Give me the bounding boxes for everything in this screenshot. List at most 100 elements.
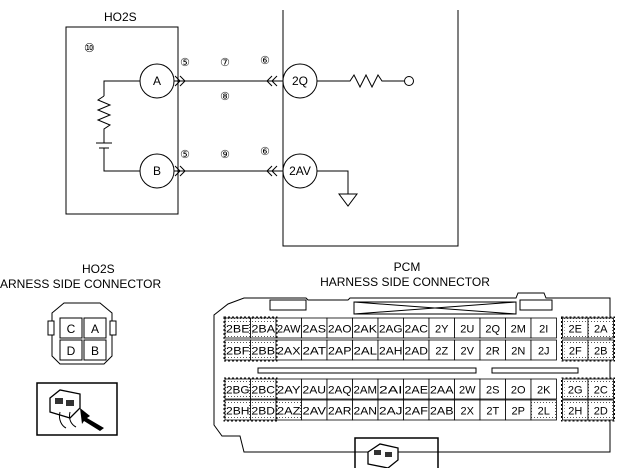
- pcm-pin-2j: 2J: [530, 339, 557, 361]
- pcm-pin-2s: 2S: [479, 378, 506, 400]
- svg-text:2AF: 2AF: [405, 406, 429, 418]
- svg-text:2BE: 2BE: [226, 324, 250, 336]
- pcm-pin-2bg: 2BG: [224, 378, 251, 400]
- pcm-pin-2o: 2O: [505, 378, 532, 400]
- svg-text:2AV: 2AV: [303, 406, 327, 418]
- svg-text:2AE: 2AE: [405, 385, 429, 397]
- pcm-pin-2ba: 2BA: [250, 317, 277, 339]
- terminal-b-label: B: [153, 164, 161, 178]
- pin-group-outline: [223, 316, 278, 362]
- pin-label: ⑧: [220, 91, 230, 103]
- pcm-pin-2y: 2Y: [428, 317, 455, 339]
- pcm-pin-2aw: 2AW: [275, 317, 302, 339]
- svg-text:2AK: 2AK: [354, 324, 378, 336]
- connector-mark: [266, 75, 273, 87]
- svg-text:2U: 2U: [460, 324, 474, 336]
- pcm-box: [282, 10, 459, 247]
- svg-text:2BA: 2BA: [252, 324, 276, 336]
- pcm-pin-2be: 2BE: [224, 317, 251, 339]
- svg-text:A: A: [91, 322, 99, 336]
- connector-tab: [269, 299, 307, 311]
- pcm-terminal-2q-label: 2Q: [292, 74, 308, 88]
- svg-text:2T: 2T: [486, 406, 499, 418]
- svg-text:2AX: 2AX: [277, 346, 301, 358]
- pcm-pin-2bb: 2BB: [250, 339, 277, 361]
- svg-text:2V: 2V: [461, 346, 475, 358]
- ho2s-pin-c: C: [59, 317, 83, 339]
- ho2s-pin-d: D: [59, 339, 83, 361]
- pcm-pin-2c: 2C: [587, 378, 614, 400]
- svg-text:2BC: 2BC: [252, 385, 276, 397]
- pcm-pin-2ad: 2AD: [403, 339, 430, 361]
- pcm-pin-2al: 2AL: [352, 339, 379, 361]
- svg-text:2A: 2A: [594, 324, 608, 336]
- pcm-pin-2d: 2D: [587, 399, 614, 421]
- pin-label: ⑤: [180, 149, 190, 161]
- svg-text:2AB: 2AB: [430, 406, 454, 418]
- svg-text:2E: 2E: [569, 324, 582, 336]
- svg-text:2O: 2O: [511, 385, 526, 397]
- pcm-pin-2ai: 2AI: [377, 378, 404, 400]
- pcm-pin-2z: 2Z: [428, 339, 455, 361]
- svg-text:2AQ: 2AQ: [328, 385, 352, 397]
- connector-latch: [47, 320, 55, 336]
- pcm-terminal-2av-label: 2AV: [289, 164, 311, 178]
- svg-text:2AZ: 2AZ: [277, 406, 301, 418]
- pcm-pin-2ab: 2AB: [428, 399, 455, 421]
- pin-label: ⑦: [220, 57, 230, 69]
- connector-latch: [109, 320, 117, 336]
- svg-text:2BF: 2BF: [226, 346, 250, 358]
- pcm-pin-2p: 2P: [505, 399, 532, 421]
- svg-text:2S: 2S: [486, 385, 499, 397]
- pcm-pin-2g: 2G: [562, 378, 589, 400]
- connector-icon: [354, 437, 439, 468]
- terminal-a-label: A: [153, 74, 161, 88]
- connector-mark: [174, 75, 181, 87]
- svg-text:2M: 2M: [511, 324, 526, 336]
- svg-text:2H: 2H: [568, 406, 582, 418]
- pcm-pin-2aa: 2AA: [428, 378, 455, 400]
- svg-text:2BB: 2BB: [252, 346, 276, 358]
- ground-wire: [317, 170, 349, 194]
- connector-mark: [179, 165, 186, 177]
- svg-text:2AG: 2AG: [379, 324, 403, 336]
- pin-label: ⑥: [260, 146, 270, 158]
- pcm-pin-2bf: 2BF: [224, 339, 251, 361]
- pcm-pin-2ac: 2AC: [403, 317, 430, 339]
- svg-text:2AW: 2AW: [277, 324, 301, 336]
- ho2s-connector-subtitle: ARNESS SIDE CONNECTOR: [0, 277, 161, 291]
- svg-text:2AN: 2AN: [354, 406, 378, 418]
- svg-text:2AD: 2AD: [405, 346, 429, 358]
- svg-text:2AL: 2AL: [354, 346, 378, 358]
- pcm-pin-2az: 2AZ: [275, 399, 302, 421]
- sensor-title: HO2S: [104, 10, 137, 24]
- pin-label: ⑤: [180, 57, 190, 69]
- pcm-pin-2w: 2W: [454, 378, 481, 400]
- svg-text:2G: 2G: [568, 385, 583, 397]
- svg-text:2W: 2W: [459, 385, 476, 397]
- svg-text:2AY: 2AY: [277, 385, 301, 397]
- svg-text:2AP: 2AP: [328, 346, 352, 358]
- pcm-pin-2ap: 2AP: [326, 339, 353, 361]
- connector-mark: [266, 165, 273, 177]
- svg-text:2BH: 2BH: [226, 406, 250, 418]
- svg-text:2N: 2N: [511, 346, 525, 358]
- pcm-pin-2an: 2AN: [352, 399, 379, 421]
- pcm-pin-2ax: 2AX: [275, 339, 302, 361]
- pcm-pin-2m: 2M: [505, 317, 532, 339]
- svg-text:2AA: 2AA: [430, 385, 454, 397]
- svg-text:2D: 2D: [594, 406, 608, 418]
- pcm-pin-2u: 2U: [454, 317, 481, 339]
- latch-marker: [353, 301, 517, 315]
- svg-text:2Q: 2Q: [485, 324, 500, 336]
- pcm-pin-2k: 2K: [530, 378, 557, 400]
- pcm-pin-2aq: 2AQ: [326, 378, 353, 400]
- pin-label: ⑨: [220, 149, 230, 161]
- svg-text:2AH: 2AH: [379, 346, 403, 358]
- pcm-pin-2b: 2B: [587, 339, 614, 361]
- svg-text:2BG: 2BG: [226, 385, 250, 397]
- svg-text:2AM: 2AM: [354, 385, 378, 397]
- sensor-number: ⑩: [84, 41, 95, 55]
